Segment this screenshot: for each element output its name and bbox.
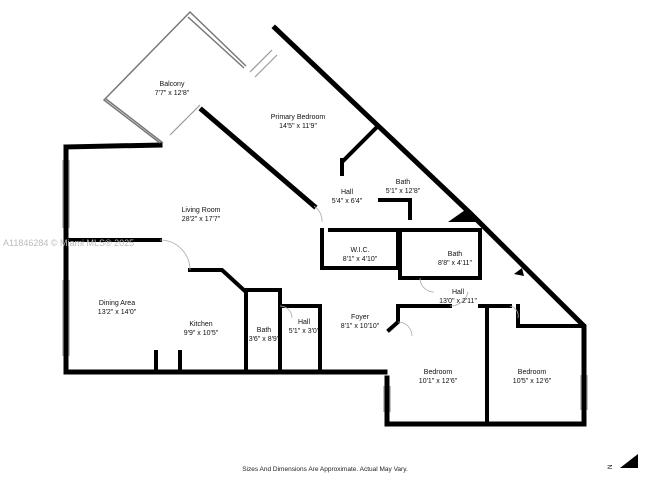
room-label-hall-small: Hall 5'1" x 3'0" — [289, 318, 320, 336]
room-dimensions: 13'2" x 14'0" — [97, 309, 137, 316]
room-name: Living Room — [181, 207, 221, 214]
room-label-foyer: Foyer 8'1" x 10'10" — [341, 313, 379, 331]
room-label-hall-upper: Hall 5'4" x 6'4" — [332, 188, 363, 206]
room-dimensions: 3'6" x 8'9" — [248, 336, 280, 343]
windows — [62, 49, 588, 412]
room-dimensions: 5'4" x 6'4" — [331, 198, 363, 205]
room-name: Bedroom — [517, 369, 547, 376]
room-label-dining-area: Dining Area 13'2" x 14'0" — [98, 299, 136, 317]
room-label-living-room: Living Room 28'2" x 17'7" — [182, 206, 221, 224]
room-dimensions: 5'1" x 12'8" — [385, 188, 421, 195]
room-dimensions: 7'7" x 12'8" — [154, 90, 190, 97]
room-name: Dining Area — [98, 300, 136, 307]
structural-column-2 — [514, 268, 524, 276]
room-dimensions: 28'2" x 17'7" — [181, 216, 221, 223]
room-name: Hall — [451, 289, 465, 296]
room-label-bath-small: Bath 3'6" x 8'9" — [249, 326, 280, 344]
interior-walls — [64, 125, 586, 426]
compass-letter: N — [608, 465, 614, 469]
room-dimensions: 8'1" x 10'10" — [340, 323, 380, 330]
room-name: W.I.C. — [350, 247, 370, 254]
room-label-primary-bath: Bath 5'1" x 12'8" — [386, 178, 421, 196]
room-name: Balcony — [159, 81, 185, 88]
room-label-balcony: Balcony 7'7" x 12'8" — [155, 80, 190, 98]
room-name: Hall — [340, 189, 354, 196]
room-name: Bath — [447, 251, 463, 258]
room-label-bedroom-right: Bedroom 10'5" x 12'6" — [513, 368, 551, 386]
room-label-wic: W.I.C. 8'1" x 4'10" — [343, 246, 378, 264]
room-label-primary-bedroom: Primary Bedroom 14'5" x 11'9" — [271, 113, 325, 131]
exterior-walls — [63, 24, 587, 427]
room-name: Bedroom — [423, 369, 453, 376]
room-dimensions: 8'1" x 4'10" — [342, 256, 378, 263]
disclaimer-text: Sizes And Dimensions Are Approximate. Ac… — [242, 466, 408, 473]
north-arrow-icon: N — [608, 454, 638, 469]
room-name: Kitchen — [189, 321, 213, 328]
room-label-hall-long: Hall 13'0" x 2'11" — [439, 288, 477, 306]
room-label-bedroom-left: Bedroom 10'1" x 12'6" — [419, 368, 457, 386]
room-dimensions: 14'5" x 11'9" — [279, 123, 317, 130]
room-dimensions: 9'9" x 10'5" — [183, 330, 219, 337]
room-dimensions: 10'1" x 12'6" — [418, 378, 458, 385]
room-name: Primary Bedroom — [270, 114, 326, 121]
room-dimensions: 13'0" x 2'11" — [439, 298, 477, 305]
room-label-kitchen: Kitchen 9'9" x 10'5" — [184, 320, 219, 338]
room-name: Bath — [395, 179, 411, 186]
room-dimensions: 8'8" x 4'11" — [438, 260, 472, 267]
room-name: Hall — [297, 319, 311, 326]
door-swings — [159, 205, 519, 337]
room-dimensions: 5'1" x 3'0" — [288, 328, 320, 335]
room-name: Bath — [256, 327, 272, 334]
room-name: Foyer — [351, 314, 369, 321]
room-label-bath-middle: Bath 8'8" x 4'11" — [438, 250, 472, 268]
structural-column — [448, 208, 480, 222]
balcony-outline — [102, 10, 247, 144]
room-dimensions: 10'5" x 12'6" — [512, 378, 552, 385]
mls-watermark: A11846284 © Miami MLS® 2025 — [3, 238, 135, 248]
